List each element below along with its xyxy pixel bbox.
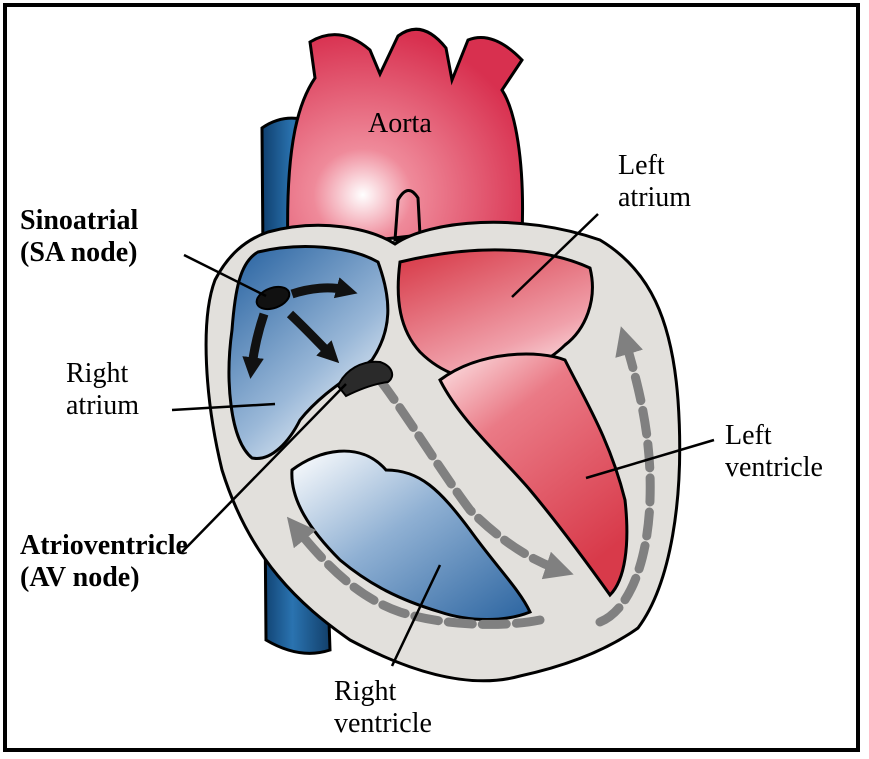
label-av-node: Atrioventricle (AV node) (20, 530, 188, 594)
label-av-node-line2: (AV node) (20, 562, 188, 594)
label-right-ventricle-line1: Right (334, 676, 432, 708)
label-sa-node: Sinoatrial (SA node) (20, 205, 138, 269)
label-left-atrium-line1: Left (618, 150, 691, 182)
label-sa-node-line2: (SA node) (20, 237, 138, 269)
label-right-atrium: Right atrium (66, 358, 139, 422)
label-av-node-line1: Atrioventricle (20, 530, 188, 562)
label-sa-node-line1: Sinoatrial (20, 205, 138, 237)
label-right-atrium-line2: atrium (66, 390, 139, 422)
label-right-atrium-line1: Right (66, 358, 139, 390)
label-aorta-text: Aorta (368, 108, 432, 140)
label-left-ventricle-line1: Left (725, 420, 823, 452)
label-left-atrium-line2: atrium (618, 182, 691, 214)
label-right-ventricle-line2: ventricle (334, 708, 432, 740)
label-left-ventricle-line2: ventricle (725, 452, 823, 484)
label-right-ventricle: Right ventricle (334, 676, 432, 740)
label-left-atrium: Left atrium (618, 150, 691, 214)
label-aorta: Aorta (368, 108, 432, 140)
label-left-ventricle: Left ventricle (725, 420, 823, 484)
